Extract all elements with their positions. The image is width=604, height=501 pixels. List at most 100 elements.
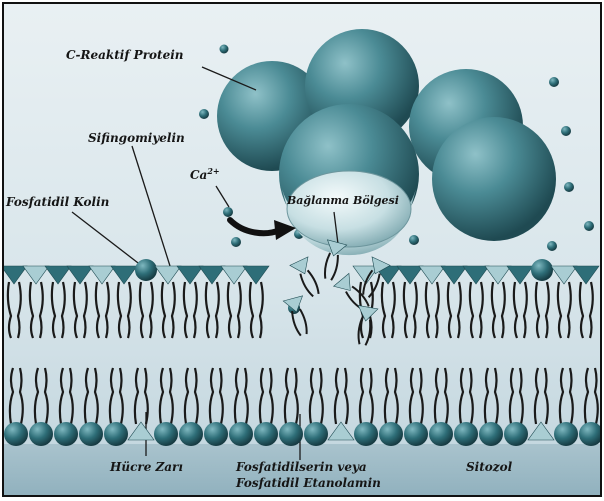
lipid-head-triangle xyxy=(67,266,93,284)
lipid-tail xyxy=(558,282,561,338)
label-ps-pe-line2: Fosfatidil Etanolamin xyxy=(236,476,381,490)
lipid-tail xyxy=(435,368,438,424)
lipid-tail xyxy=(545,368,548,424)
lipid-head-ball xyxy=(79,422,103,446)
lipid-head-ball xyxy=(254,422,278,446)
lipid-tail xyxy=(385,368,388,424)
lipid-tail xyxy=(245,368,248,424)
lipid-head-triangle xyxy=(23,266,49,284)
lipid-tail xyxy=(10,368,13,424)
lipid-head-ball xyxy=(4,422,28,446)
lipid-head-triangle xyxy=(463,266,489,284)
lipid-tail xyxy=(331,255,340,281)
lipid-tail xyxy=(238,282,241,338)
lipid-tail xyxy=(235,368,238,424)
lipid-tail xyxy=(470,368,473,424)
lipid-tail xyxy=(300,308,309,334)
lipid-tail xyxy=(448,282,451,338)
label-sphingomyelin: Sifingomiyelin xyxy=(88,131,185,145)
lipid-head-triangle xyxy=(243,266,269,284)
lipid-tail xyxy=(85,368,88,424)
lipid-tail xyxy=(392,282,395,338)
membrane-illustration xyxy=(4,4,602,497)
lipid-tail xyxy=(20,368,23,424)
lipid-tail xyxy=(74,282,77,338)
lipid-tail xyxy=(62,282,65,338)
lipid-tail xyxy=(460,368,463,424)
label-binding-site: Bağlanma Bölgesi xyxy=(287,194,399,207)
lipid-tail xyxy=(140,282,143,338)
lipid-head-ball xyxy=(229,422,253,446)
lipid-tail xyxy=(70,368,73,424)
lipid-head-triangle xyxy=(528,422,554,440)
lipid-tail xyxy=(220,368,223,424)
lipid-tail xyxy=(345,368,348,424)
lipid-tail xyxy=(485,368,488,424)
lipid-tail xyxy=(40,282,43,338)
inner-leaflet-tails xyxy=(10,368,598,424)
lipid-head-triangle xyxy=(45,266,71,284)
lipid-tail xyxy=(335,368,338,424)
lipid-tail xyxy=(520,368,523,424)
lipid-tail xyxy=(445,368,448,424)
lipid-tail xyxy=(420,368,423,424)
lipid-tail xyxy=(216,282,219,338)
lipid-tail xyxy=(426,282,429,338)
lipid-tail xyxy=(535,368,538,424)
lipid-head-triangle xyxy=(199,266,225,284)
displaced-lipid xyxy=(290,257,324,300)
lipid-head-triangle xyxy=(334,273,358,297)
lipid-tail xyxy=(536,282,539,338)
lipid-tail xyxy=(172,282,175,338)
lipid-tail xyxy=(560,368,563,424)
lipid-head-triangle xyxy=(89,266,115,284)
lipid-tail xyxy=(184,282,187,338)
lipid-head-triangle xyxy=(441,266,467,284)
label-cell-membrane: Hücre Zarı xyxy=(110,460,183,474)
lipid-head-ball xyxy=(154,422,178,446)
lipid-tail xyxy=(120,368,123,424)
lipid-tail xyxy=(382,282,385,338)
label-calcium: Ca2+ xyxy=(190,166,220,182)
lipid-tail xyxy=(118,282,121,338)
lipid-tail xyxy=(360,368,363,424)
lipid-tail xyxy=(260,282,263,338)
lipid-tail xyxy=(546,282,549,338)
lipid-head-ball xyxy=(204,422,228,446)
lipid-tail xyxy=(492,282,495,338)
lipid-tail xyxy=(570,368,573,424)
lipid-head-triangle xyxy=(221,266,247,284)
lipid-tail xyxy=(110,368,113,424)
displaced-lipid xyxy=(283,296,312,338)
label-cytosol: Sitozol xyxy=(466,460,512,474)
lipid-tail xyxy=(95,368,98,424)
displaced-lipids xyxy=(283,240,390,347)
lipid-tail xyxy=(160,368,163,424)
lipid-head-triangle xyxy=(177,266,203,284)
lipid-head-triangle xyxy=(397,266,423,284)
lipid-tail xyxy=(310,368,313,424)
label-c-reactive-protein: C-Reaktif Protein xyxy=(66,48,183,62)
label-ps-pe-line1: Fosfatidilserin veya xyxy=(236,460,367,474)
lipid-tail xyxy=(195,368,198,424)
lipid-tail xyxy=(470,282,473,338)
lipid-tail xyxy=(285,368,288,424)
label-phosphatidylcholine: Fosfatidil Kolin xyxy=(6,195,109,209)
lipid-tail xyxy=(35,368,38,424)
c-reactive-protein xyxy=(217,29,556,255)
lipid-head-ball xyxy=(554,422,578,446)
lipid-head-ball xyxy=(279,422,303,446)
lipid-tail xyxy=(410,368,413,424)
lipid-tail xyxy=(162,282,165,338)
lipid-head-triangle xyxy=(328,422,354,440)
lipid-tail xyxy=(585,368,588,424)
lipid-tail xyxy=(18,282,21,338)
lipid-tail xyxy=(8,282,11,338)
inner-leaflet-heads xyxy=(4,422,602,446)
lipid-tail xyxy=(270,368,273,424)
lipid-tail xyxy=(84,282,87,338)
lipid-tail xyxy=(60,368,63,424)
lipid-tail xyxy=(436,282,439,338)
lipid-tail xyxy=(250,282,253,338)
